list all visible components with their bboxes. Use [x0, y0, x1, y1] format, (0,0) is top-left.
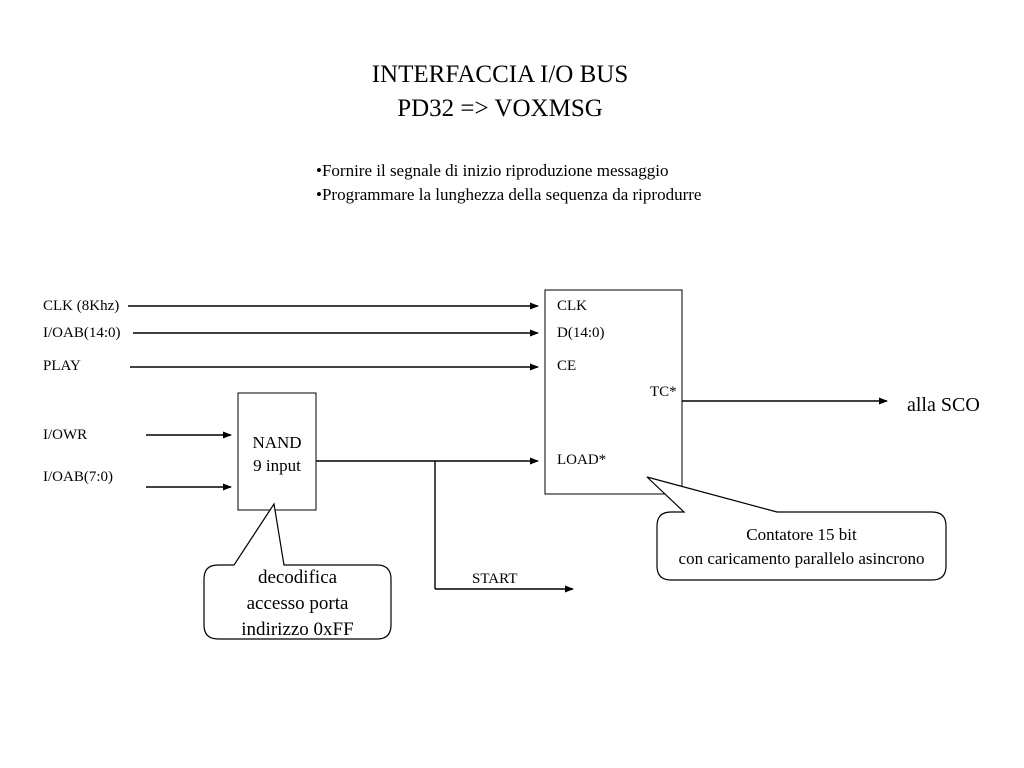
label-start-output: START	[472, 571, 518, 587]
label-alla-sco: alla SCO	[907, 394, 980, 416]
callout-decode-bubble	[203, 502, 392, 640]
label-ioab-7-0-input: I/OAB(7:0)	[43, 469, 113, 485]
callout-counter-bubble	[646, 476, 947, 581]
counter-pin-load: LOAD*	[557, 452, 607, 468]
callout-decode-line-3: indirizzo 0xFF	[241, 619, 354, 640]
label-clk-input: CLK (8Khz)	[43, 298, 120, 314]
label-ioab-14-0-input: I/OAB(14:0)	[43, 325, 121, 341]
counter-pin-clk: CLK	[557, 298, 587, 314]
bullet-2: •Programmare la lunghezza della sequenza…	[316, 185, 702, 204]
label-play-input: PLAY	[43, 358, 81, 374]
nand-gate-box	[237, 392, 317, 511]
title-line-2: PD32 => VOXMSG	[397, 95, 603, 122]
callout-decode-line-1: decodifica	[257, 567, 338, 588]
label-iowr-input: I/OWR	[43, 427, 88, 443]
counter-pin-ce: CE	[557, 358, 577, 374]
callout-counter-line-2: con caricamento parallelo asincrono	[678, 549, 925, 568]
title-line-1: INTERFACCIA I/O BUS	[371, 61, 629, 88]
callout-decode-line-2: accesso porta	[246, 593, 349, 614]
nand-label-line-2: 9 input	[253, 456, 301, 475]
callout-counter-line-1: Contatore 15 bit	[746, 525, 857, 544]
counter-box	[544, 289, 683, 495]
bullet-1: •Fornire il segnale di inizio riproduzio…	[316, 161, 669, 180]
counter-pin-d: D(14:0)	[557, 325, 605, 341]
nand-label-line-1: NAND	[252, 433, 302, 452]
counter-pin-tc: TC*	[650, 384, 677, 400]
